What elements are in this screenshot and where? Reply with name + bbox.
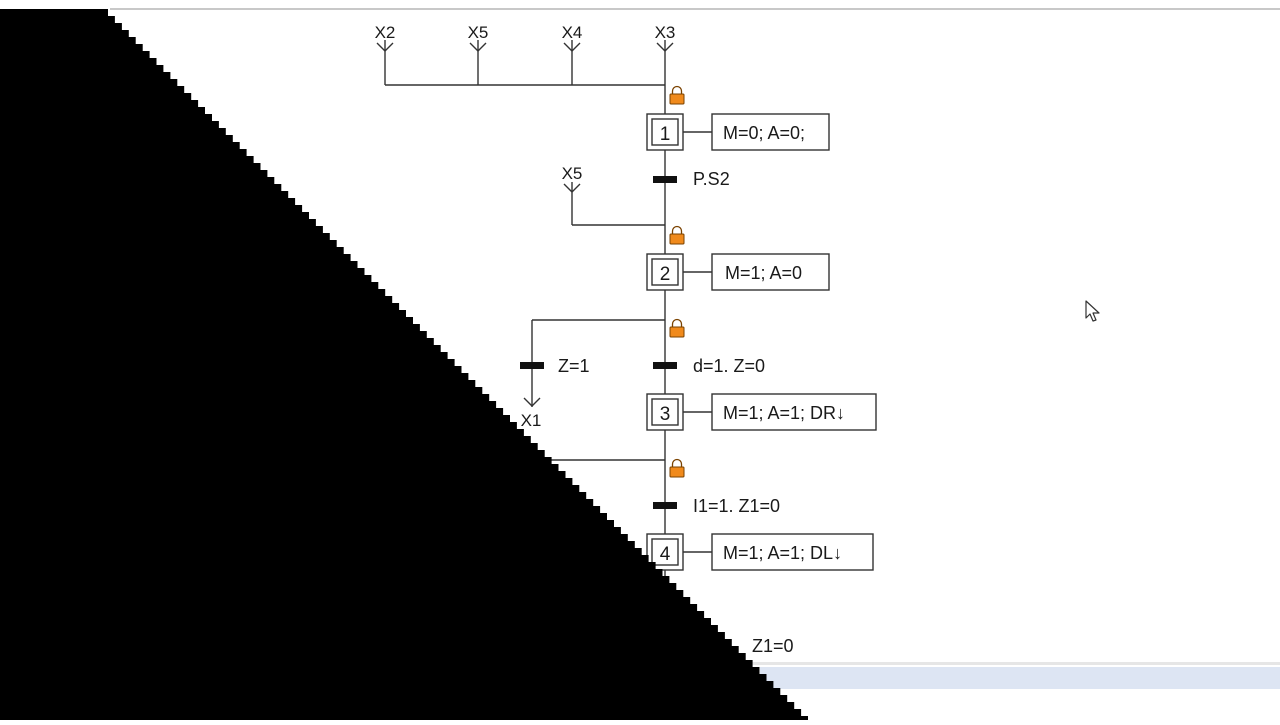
input-label-x4: X4 bbox=[562, 23, 583, 42]
transition-label-1: P.S2 bbox=[693, 169, 730, 189]
transition-label-2: d=1. Z=0 bbox=[693, 356, 765, 376]
step-number: 1 bbox=[660, 124, 671, 145]
input-label-x2: X2 bbox=[375, 23, 396, 42]
padlock-icon[interactable] bbox=[669, 85, 685, 105]
input-label-x3: X3 bbox=[655, 23, 676, 42]
action-text: M=0; A=0; bbox=[723, 123, 805, 143]
action-text: M=1; A=0 bbox=[725, 263, 802, 283]
mouse-pointer-icon bbox=[1085, 300, 1100, 322]
action-text: M=1; A=1; DL↓ bbox=[723, 543, 842, 563]
step-3[interactable]: 3 bbox=[646, 393, 684, 431]
step-number: 3 bbox=[660, 404, 671, 425]
transition-label-4: Z1=0 bbox=[752, 636, 794, 656]
padlock-icon[interactable] bbox=[669, 225, 685, 245]
status-band bbox=[760, 667, 1280, 689]
action-box-3[interactable]: M=1; A=1; DR↓ bbox=[711, 393, 877, 431]
step-2[interactable]: 2 bbox=[646, 253, 684, 291]
wipe-transition-overlay bbox=[0, 9, 812, 720]
padlock-icon[interactable] bbox=[669, 458, 685, 478]
transition-bar[interactable] bbox=[653, 176, 677, 183]
step-number: 4 bbox=[660, 544, 671, 565]
transition-bar[interactable] bbox=[520, 362, 544, 369]
padlock-icon[interactable] bbox=[669, 318, 685, 338]
jump-label-x5: X5 bbox=[562, 164, 583, 183]
step-1[interactable]: 1 bbox=[646, 113, 684, 151]
transition-label-3: I1=1. Z1=0 bbox=[693, 496, 780, 516]
jump-label-x1: X1 bbox=[521, 411, 542, 430]
bottom-divider bbox=[740, 662, 1280, 665]
action-box-1[interactable]: M=0; A=0; bbox=[711, 113, 830, 151]
action-text: M=1; A=1; DR↓ bbox=[723, 403, 845, 423]
step-number: 2 bbox=[660, 264, 671, 285]
input-label-x5: X5 bbox=[468, 23, 489, 42]
transition-label-branch: Z=1 bbox=[558, 356, 590, 376]
action-box-2[interactable]: M=1; A=0 bbox=[711, 253, 830, 291]
jump-in-x5 bbox=[563, 182, 665, 226]
branch-divergence bbox=[523, 319, 665, 407]
step-4[interactable]: 4 bbox=[646, 533, 684, 571]
transition-bar[interactable] bbox=[653, 502, 677, 509]
action-box-4[interactable]: M=1; A=1; DL↓ bbox=[711, 533, 874, 571]
transition-bar[interactable] bbox=[653, 362, 677, 369]
top-inputs bbox=[376, 40, 674, 114]
